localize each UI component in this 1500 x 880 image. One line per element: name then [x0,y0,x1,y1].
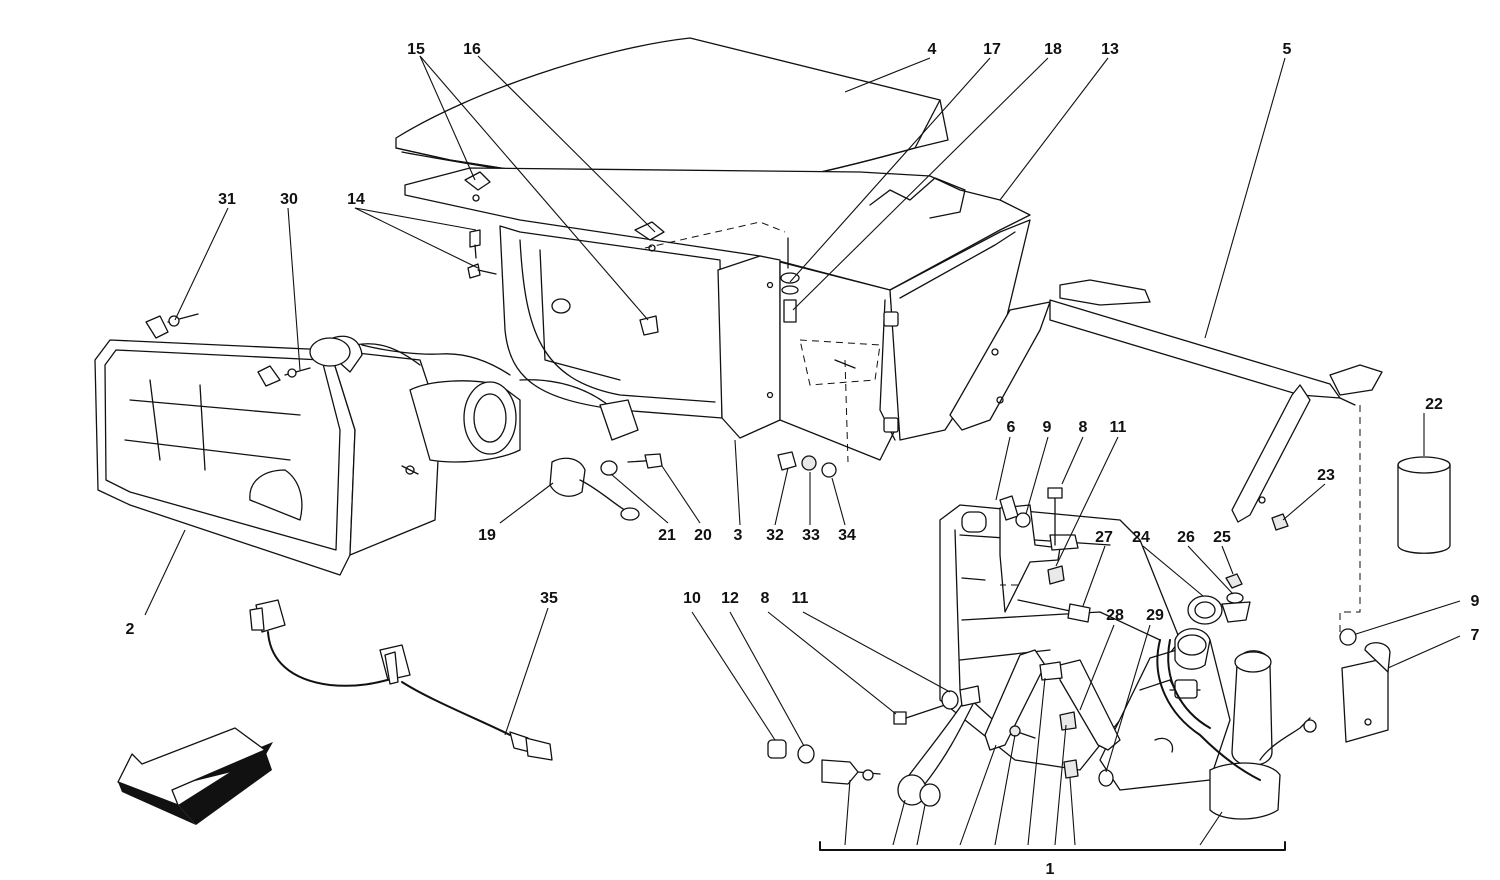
callout-8: 8 [1079,419,1088,436]
washer-9-upper[interactable] [1015,512,1031,528]
callout-9-right: 9 [1471,593,1480,610]
lever-linkage[interactable] [897,649,1121,807]
callout-6: 6 [1007,419,1016,436]
motor-harness[interactable] [1156,628,1261,781]
callout-33: 33 [802,527,820,544]
front-direction-arrow-icon [117,727,273,825]
callout-29: 29 [1146,607,1164,624]
bolt-27[interactable] [1017,599,1091,623]
callout-30: 30 [280,191,298,208]
callout-24: 24 [1132,529,1150,546]
wiring-harness[interactable] [249,599,553,761]
callout-11: 11 [1110,419,1127,436]
callout-18: 18 [1044,41,1062,58]
callout-23: 23 [1317,467,1335,484]
nut-25-26[interactable] [1221,573,1251,623]
callout-22: 22 [1425,396,1443,413]
callout-2: 2 [126,621,135,638]
callout-11-lower: 11 [792,590,809,607]
screw-17-18[interactable] [780,237,800,323]
callout-15: 15 [407,41,425,58]
callout-10: 10 [683,590,701,607]
callout-20: 20 [694,527,712,544]
group-bracket [819,841,1286,851]
nut-set-32-34[interactable] [777,451,837,478]
callout-25: 25 [1213,529,1231,546]
grommet-24[interactable] [1187,595,1223,625]
callout-13: 13 [1101,41,1119,58]
callout-9: 9 [1043,419,1052,436]
callout-35: 35 [540,590,558,607]
bushing-10-12[interactable] [767,739,881,785]
cover-clip[interactable] [464,171,665,336]
callout-32: 32 [766,527,784,544]
lift-motor[interactable] [1209,650,1317,820]
bolt-8-upper[interactable] [1047,487,1065,585]
callout-5: 5 [1283,41,1292,58]
callout-7: 7 [1471,627,1480,644]
callout-19: 19 [478,527,496,544]
screw-set-14[interactable] [467,229,497,279]
fastener-28-29[interactable] [1009,711,1114,787]
adjusting-screw-31[interactable] [167,313,199,327]
headlamp-unit[interactable] [94,315,521,576]
support-crossbar[interactable] [949,279,1383,523]
callout-21: 21 [658,527,676,544]
bulb-connector[interactable] [519,379,663,521]
callout-labels: 15 16 4 17 18 13 5 31 30 14 22 6 9 8 11 … [126,41,1480,878]
callout-28: 28 [1106,607,1124,624]
callout-17: 17 [983,41,1001,58]
leader-lines [144,55,1461,846]
callout-3: 3 [734,527,743,544]
bolt-8-lower[interactable] [893,685,981,725]
nut-23[interactable] [1271,513,1289,531]
callout-8-lower: 8 [761,590,770,607]
cylinder-22[interactable] [1397,456,1451,554]
callout-12: 12 [721,590,739,607]
assembly-guide [1339,405,1361,632]
callout-1: 1 [1046,861,1055,878]
bracket-7[interactable] [1339,628,1391,743]
callout-31: 31 [218,191,236,208]
callout-34: 34 [838,527,856,544]
callout-4: 4 [928,41,937,58]
callout-14: 14 [347,191,365,208]
adjusting-screw-30[interactable] [284,367,311,378]
callout-16: 16 [463,41,481,58]
callout-26: 26 [1177,529,1195,546]
assembly-guide [844,359,849,463]
callout-27: 27 [1095,529,1113,546]
headlamp-housing[interactable] [404,167,1031,461]
